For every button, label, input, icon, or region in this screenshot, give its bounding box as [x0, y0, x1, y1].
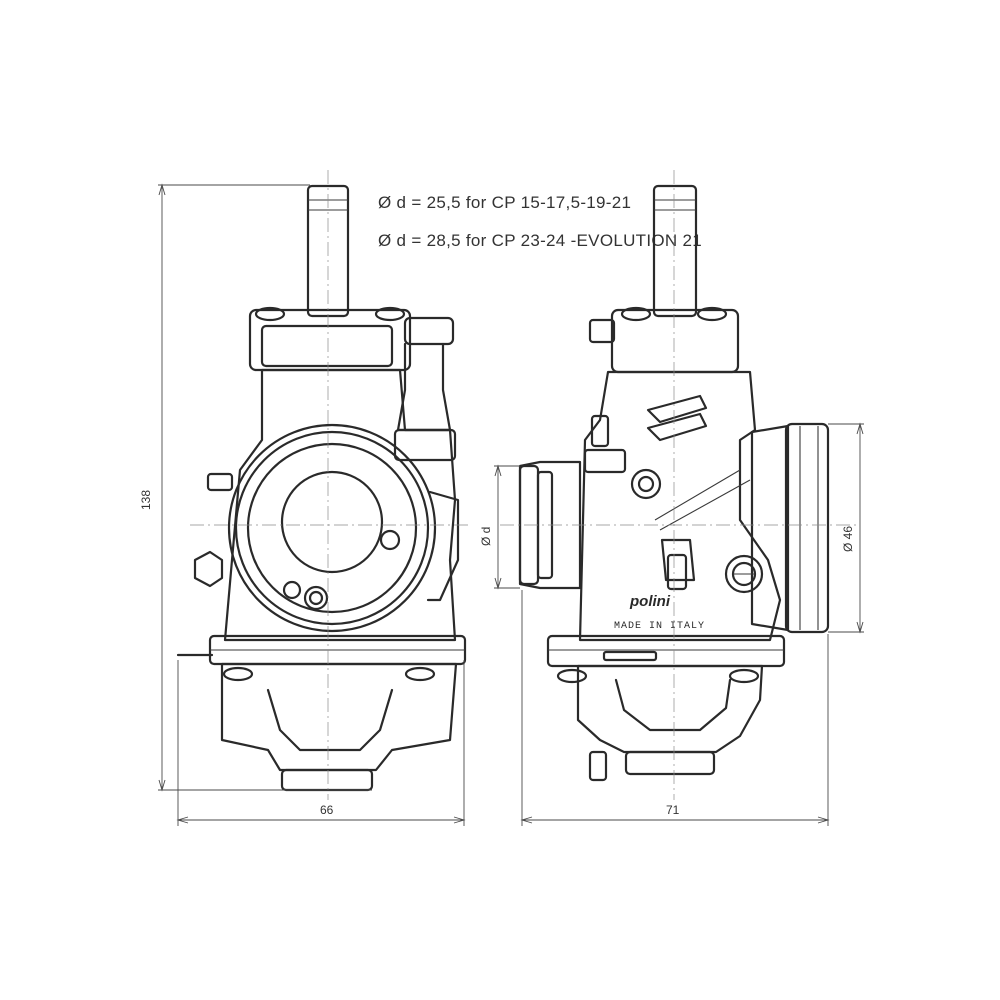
diameter-note-1: Ø d = 25,5 for CP 15-17,5-19-21 — [378, 193, 631, 212]
front-width-dimension-label: 66 — [320, 803, 334, 817]
inlet-diameter-label: Ø d — [479, 527, 493, 546]
height-dimension-label: 138 — [139, 490, 153, 510]
outlet-diameter-label: Ø 46 — [841, 526, 855, 552]
side-width-dimension-label: 71 — [666, 803, 680, 817]
front-view — [176, 170, 470, 800]
dimension-lines — [158, 183, 864, 826]
diameter-note-2: Ø d = 28,5 for CP 23-24 -EVOLUTION 21 — [378, 231, 702, 250]
made-in-italy-stamp: MADE IN ITALY — [614, 621, 705, 632]
brand-logo-text: polini — [629, 593, 671, 610]
side-view: polini MADE IN ITALY — [500, 170, 860, 800]
